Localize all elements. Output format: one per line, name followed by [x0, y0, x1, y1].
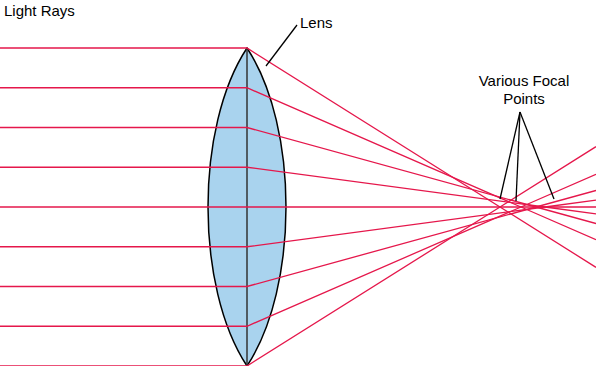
light-rays: [0, 48, 596, 366]
light-ray: [0, 167, 596, 214]
leader-lines: [266, 25, 554, 201]
part-label: Lens: [300, 14, 360, 32]
light-ray: [0, 190, 596, 286]
leader-line: [520, 112, 554, 199]
light-ray: [0, 128, 596, 224]
light-ray: [0, 200, 596, 247]
leader-line: [516, 112, 520, 201]
light-ray: [0, 174, 596, 326]
leader-line: [266, 25, 297, 66]
light-ray: [0, 88, 596, 240]
light-ray: [0, 48, 596, 267]
light-ray: [0, 147, 596, 366]
title-label: Light Rays: [4, 2, 124, 20]
callout-label: Various Focal Points: [478, 72, 570, 108]
light-ray: [0, 206, 596, 207]
